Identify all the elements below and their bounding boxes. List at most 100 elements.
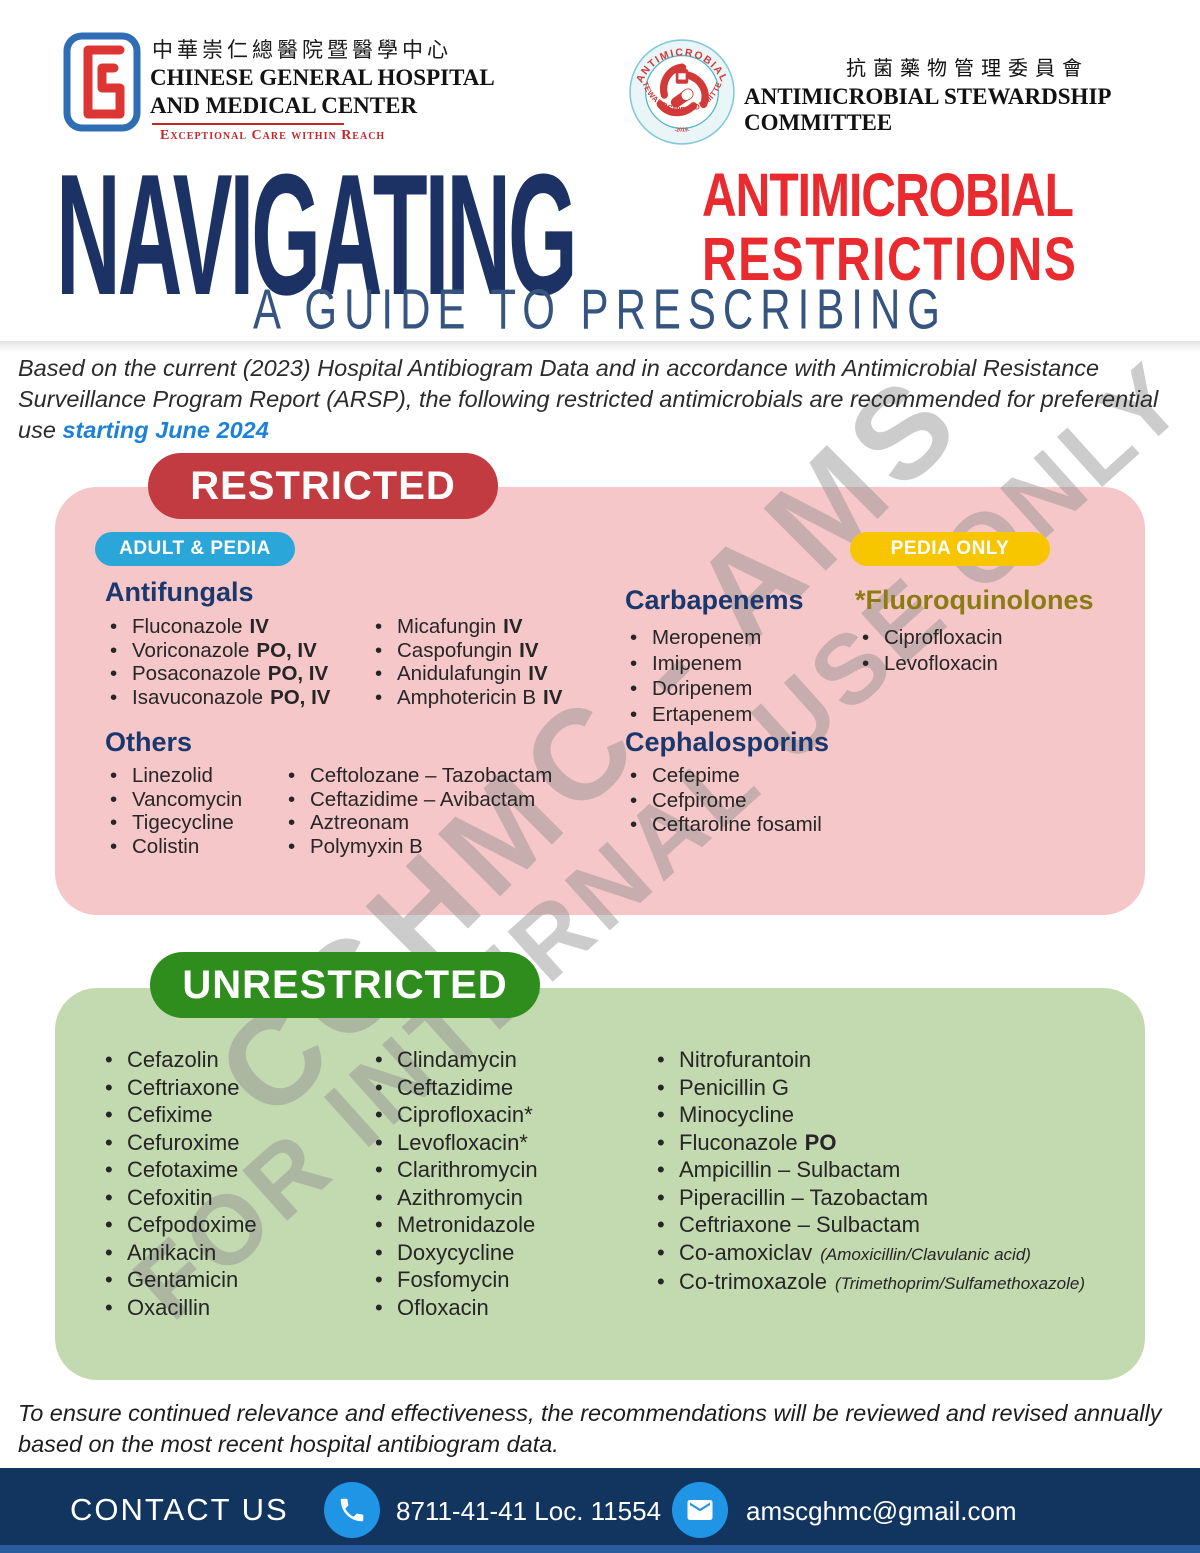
- page-title-accent-line2: RESTRICTIONS: [702, 226, 1078, 295]
- page-title: NAVIGATING: [56, 139, 578, 332]
- drug-item: Tigecycline: [105, 811, 242, 835]
- pedia-only-pill: PEDIA ONLY: [850, 532, 1050, 566]
- page-subtitle: A GUIDE TO PRESCRIBING: [253, 277, 947, 341]
- intro-text: Based on the current (2023) Hospital Ant…: [18, 355, 1159, 443]
- restricted-panel: ADULT & PEDIA PEDIA ONLY Antifungals Flu…: [55, 487, 1145, 915]
- cephalosporins-list: CefepimeCefpiromeCeftaroline fosamil: [625, 764, 822, 838]
- drug-route: IV: [519, 638, 539, 662]
- adult-pedia-pill: ADULT & PEDIA: [95, 532, 295, 566]
- drug-name: Vancomycin: [132, 787, 243, 811]
- drug-item: Levofloxacin*: [370, 1129, 538, 1157]
- drug-name: Caspofungin: [397, 638, 513, 662]
- intro-highlight: starting June 2024: [62, 417, 269, 443]
- drug-item: Ciprofloxacin: [857, 625, 1003, 651]
- drug-name: Posaconazole: [132, 662, 261, 685]
- drug-item: Ceftriaxone – Sulbactam: [652, 1211, 1085, 1239]
- unrestricted-badge: UNRESTRICTED: [150, 952, 540, 1018]
- drug-item: Cefuroxime: [100, 1129, 257, 1157]
- drug-item: Vancomycin: [105, 788, 242, 812]
- drug-item: Co-amoxiclav(Amoxicillin/Clavulanic acid…: [652, 1239, 1085, 1269]
- contact-us-label: CONTACT US: [70, 1492, 289, 1527]
- drug-name: Cefotaxime: [127, 1157, 239, 1182]
- drug-name: Ampicillin – Sulbactam: [679, 1157, 901, 1182]
- drug-item: Amphotericin BIV: [370, 686, 562, 710]
- footer-note: To ensure continued relevance and effect…: [18, 1400, 1162, 1457]
- drug-name: Cefoxitin: [127, 1184, 213, 1210]
- drug-name: Ceftolozane – Tazobactam: [310, 764, 553, 787]
- drug-item: Piperacillin – Tazobactam: [652, 1184, 1085, 1212]
- seal-year: -2019-: [675, 127, 690, 133]
- drug-name: Aztreonam: [310, 811, 410, 834]
- group-heading-fluoroquinolones: *Fluoroquinolones: [855, 585, 1094, 615]
- drug-item: Cefepime: [625, 764, 822, 789]
- drug-item: Ceftolozane – Tazobactam: [283, 764, 552, 788]
- phone-number: 8711-41-41 Loc. 11554: [396, 1496, 662, 1526]
- hospital-rule: [152, 123, 344, 125]
- phone-icon: [324, 1482, 380, 1538]
- unrestricted-panel: CefazolinCeftriaxoneCefiximeCefuroximeCe…: [55, 988, 1145, 1380]
- carbapenems-list: MeropenemImipenemDoripenemErtapenem: [625, 625, 761, 727]
- drug-item: Imipenem: [625, 651, 761, 677]
- drug-item: Azithromycin: [370, 1184, 538, 1212]
- drug-item: Gentamicin: [100, 1266, 257, 1294]
- drug-name: Cefuroxime: [127, 1129, 240, 1155]
- contact-bar-strip: [0, 1545, 1200, 1553]
- antifungals-list-col2: MicafunginIVCaspofunginIVAnidulafunginIV…: [370, 615, 562, 709]
- group-heading-carbapenems: Carbapenems: [625, 585, 804, 615]
- drug-item: Minocycline: [652, 1101, 1085, 1129]
- drug-name: Oxacillin: [127, 1294, 211, 1320]
- drug-name: Minocycline: [679, 1102, 794, 1127]
- drug-note: (Trimethoprim/Sulfamethoxazole): [834, 1274, 1085, 1293]
- drug-name: Cefazolin: [127, 1047, 219, 1072]
- drug-name: Tigecycline: [132, 811, 234, 834]
- drug-name: Meropenem: [652, 626, 762, 649]
- divider: [0, 341, 1200, 352]
- drug-name: Imipenem: [652, 651, 743, 675]
- drug-name: Gentamicin: [127, 1267, 239, 1292]
- drug-item: Ceftazidime: [370, 1074, 538, 1102]
- contact-bar: [0, 1468, 1200, 1545]
- drug-item: Co-trimoxazole(Trimethoprim/Sulfamethoxa…: [652, 1268, 1085, 1298]
- drug-name: Amikacin: [127, 1239, 217, 1265]
- page-title-accent: ANTIMICROBIAL RESTRICTIONS: [702, 162, 1078, 295]
- drug-route: IV: [503, 615, 523, 638]
- drug-item: Ofloxacin: [370, 1294, 538, 1322]
- drug-item: Fosfomycin: [370, 1266, 538, 1294]
- drug-name: Fluconazole: [132, 615, 243, 638]
- drug-name: Levofloxacin*: [397, 1129, 528, 1155]
- drug-route: PO, IV: [270, 685, 331, 709]
- drug-item: Doripenem: [625, 676, 761, 702]
- group-heading-cephalosporins: Cephalosporins: [625, 727, 830, 757]
- envelope-icon: [672, 1482, 728, 1538]
- hospital-name-line2: AND MEDICAL CENTER: [150, 93, 418, 118]
- drug-item: Colistin: [105, 835, 242, 859]
- drug-item: Clindamycin: [370, 1046, 538, 1074]
- drug-name: Doripenem: [652, 677, 753, 700]
- drug-item: Metronidazole: [370, 1211, 538, 1239]
- drug-item: Ertapenem: [625, 702, 761, 728]
- drug-name: Voriconazole: [132, 638, 250, 662]
- hospital-logo: [62, 30, 142, 134]
- antifungals-list-col1: FluconazoleIVVoriconazolePO, IVPosaconaz…: [105, 615, 330, 709]
- intro-paragraph: Based on the current (2023) Hospital Ant…: [18, 353, 1183, 446]
- drug-note: (Amoxicillin/Clavulanic acid): [820, 1244, 1031, 1264]
- drug-item: Cefazolin: [100, 1046, 257, 1074]
- drug-item: Cefoxitin: [100, 1184, 257, 1212]
- drug-name: Polymyxin B: [310, 834, 423, 858]
- page-title-accent-line1: ANTIMICROBIAL: [702, 162, 1074, 231]
- hospital-chinese-name: 中華崇仁總醫院暨醫學中心: [152, 38, 452, 62]
- drug-name: Ceftazidime – Avibactam: [310, 787, 536, 811]
- ams-seal-icon: ANTIMICROBIAL STEWARDSHIP COMMITTEE -201…: [625, 31, 735, 145]
- drug-name: Clarithromycin: [397, 1157, 538, 1182]
- group-heading-others: Others: [105, 727, 193, 757]
- drug-name: Anidulafungin: [397, 662, 522, 685]
- drug-item: Meropenem: [625, 625, 761, 651]
